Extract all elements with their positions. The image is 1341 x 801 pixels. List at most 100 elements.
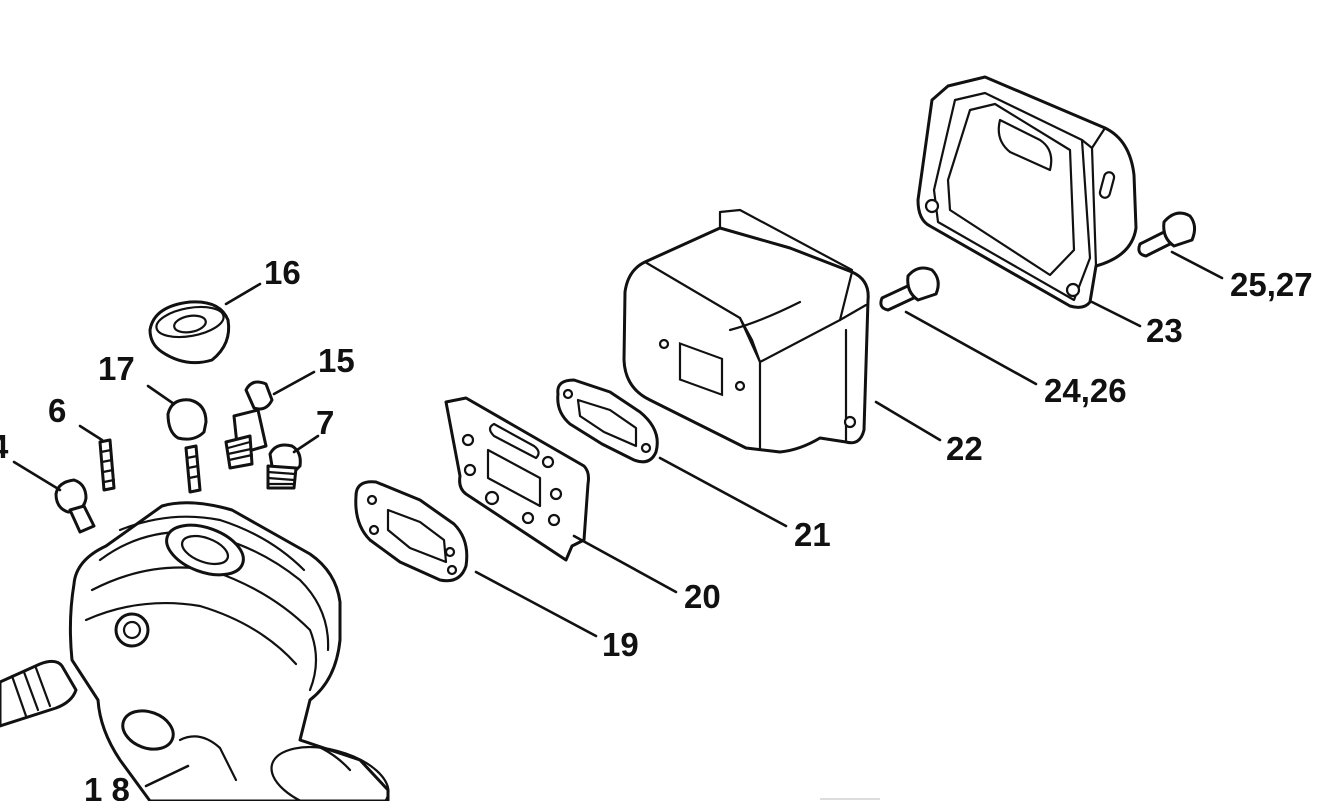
part-19-gasket[interactable]: [354, 480, 469, 583]
leader-16: [224, 282, 262, 306]
cover-23-slot: [997, 118, 1053, 172]
cylinder-bottom-ring: [270, 746, 390, 801]
callout-19: 19: [602, 626, 639, 663]
cover-23-inner: [946, 102, 1076, 277]
callout-18: 1 8: [84, 771, 130, 801]
leader-4: [12, 460, 62, 492]
callouts: 16 17 15 6 7 4 1 8 19 20 21 22 24,26 23 …: [0, 254, 1313, 801]
leader-18: [144, 764, 190, 788]
cap-16-center: [173, 314, 207, 334]
cover-23-hole-a: [924, 198, 940, 214]
callout-16: 16: [264, 254, 301, 291]
screw-24-head: [906, 266, 940, 302]
plate-20-hole-g: [547, 513, 561, 527]
leader-lines: [12, 250, 1224, 788]
plug-17-outline: [166, 398, 208, 441]
valve-15-thread-lines: [226, 440, 254, 462]
plate-20-slot: [488, 422, 540, 460]
gasket-19-opening: [386, 508, 448, 564]
muffler-22-port: [678, 341, 724, 397]
callout-7: 7: [316, 404, 334, 441]
cylinder-lower-detail: [178, 735, 352, 782]
gasket-21-opening: [576, 398, 638, 448]
cylinder-fins-2: [90, 566, 318, 692]
muffler-22-hole-b: [734, 380, 746, 392]
gasket-19-outline: [354, 480, 469, 583]
part-17-plug[interactable]: [166, 398, 208, 441]
muffler-22-hole-a: [658, 338, 670, 350]
callout-20: 20: [684, 578, 721, 615]
callout-23: 23: [1146, 312, 1183, 349]
callout-6: 6: [48, 392, 66, 429]
callout-15: 15: [318, 342, 355, 379]
muffler-22-top-edge: [718, 208, 854, 272]
cylinder-fins-3: [84, 601, 298, 666]
muffler-22-edge-line: [728, 300, 802, 452]
plug-7-thread-lines: [266, 470, 297, 486]
cylinder-threaded-hole: [114, 612, 150, 648]
leader-23: [1090, 300, 1142, 328]
leader-17: [146, 384, 176, 406]
leader-6: [78, 424, 104, 442]
leader-21: [658, 456, 788, 528]
cylinder-lower-port: [121, 709, 175, 751]
stud-6-b-thread: [185, 454, 201, 480]
cover-23-side: [1080, 126, 1107, 268]
valve-15-head: [244, 380, 274, 411]
spark-plug-body: [0, 659, 78, 728]
leader-24-26: [904, 310, 1038, 386]
plate-20-port: [486, 448, 542, 508]
cylinder-head[interactable]: [68, 501, 395, 801]
gasket-19-hole-a: [366, 494, 378, 506]
plate-20-hole-d: [549, 487, 563, 501]
part-6-stud[interactable]: [98, 438, 202, 494]
part-16-cap[interactable]: [148, 300, 231, 365]
plate-20-hole-a: [461, 433, 475, 447]
leader-7: [292, 434, 320, 454]
gasket-21-hole-b: [640, 442, 652, 454]
leader-19: [474, 570, 598, 638]
spark-plug-ribs: [10, 666, 52, 718]
cylinder-fins-1: [98, 530, 330, 652]
plate-20-hole-f: [521, 511, 535, 525]
plate-20-hole-c: [541, 455, 555, 469]
muffler-22-body: [622, 226, 870, 454]
callout-25-27: 25,27: [1230, 266, 1313, 303]
cap-16-rim: [155, 305, 225, 339]
part-23-cover[interactable]: [916, 75, 1138, 309]
part-24-26-screw[interactable]: [879, 266, 940, 312]
leader-20: [572, 534, 678, 594]
gasket-19-hole-c: [444, 546, 456, 558]
part-20-plate[interactable]: [444, 396, 590, 562]
screw-25-head: [1162, 211, 1197, 248]
cover-23-outer: [916, 75, 1138, 309]
leader-22: [874, 400, 942, 442]
callout-17: 17: [98, 350, 135, 387]
cylinder-port-inner: [180, 534, 230, 566]
screw-4-head: [54, 478, 88, 514]
cover-23-hole-b: [1065, 282, 1081, 298]
callout-24-26: 24,26: [1044, 372, 1127, 409]
callout-4: 4: [0, 428, 9, 465]
plate-20-hole-b: [463, 463, 477, 477]
gasket-19-hole-b: [368, 524, 380, 536]
cylinder-fins-4: [118, 515, 306, 572]
part-7-plug[interactable]: [266, 443, 302, 490]
callout-21: 21: [794, 516, 831, 553]
part-4-screw[interactable]: [54, 478, 96, 534]
gasket-19-hole-d: [446, 564, 458, 576]
part-22-muffler[interactable]: [622, 208, 870, 454]
part-15-valve[interactable]: [224, 380, 274, 470]
part-21-gasket[interactable]: [556, 378, 659, 464]
part-25-27-screw[interactable]: [1137, 211, 1197, 258]
gasket-21-hole-a: [562, 388, 574, 400]
leader-15: [272, 370, 316, 396]
cover-23-slot-hole: [1098, 171, 1116, 199]
cylinder-threaded-hole-inner: [122, 620, 142, 640]
screw-4-shank: [68, 504, 96, 534]
spark-plug[interactable]: [0, 659, 78, 728]
leader-25-27: [1170, 250, 1224, 280]
muffler-22-hole-c: [843, 415, 857, 429]
